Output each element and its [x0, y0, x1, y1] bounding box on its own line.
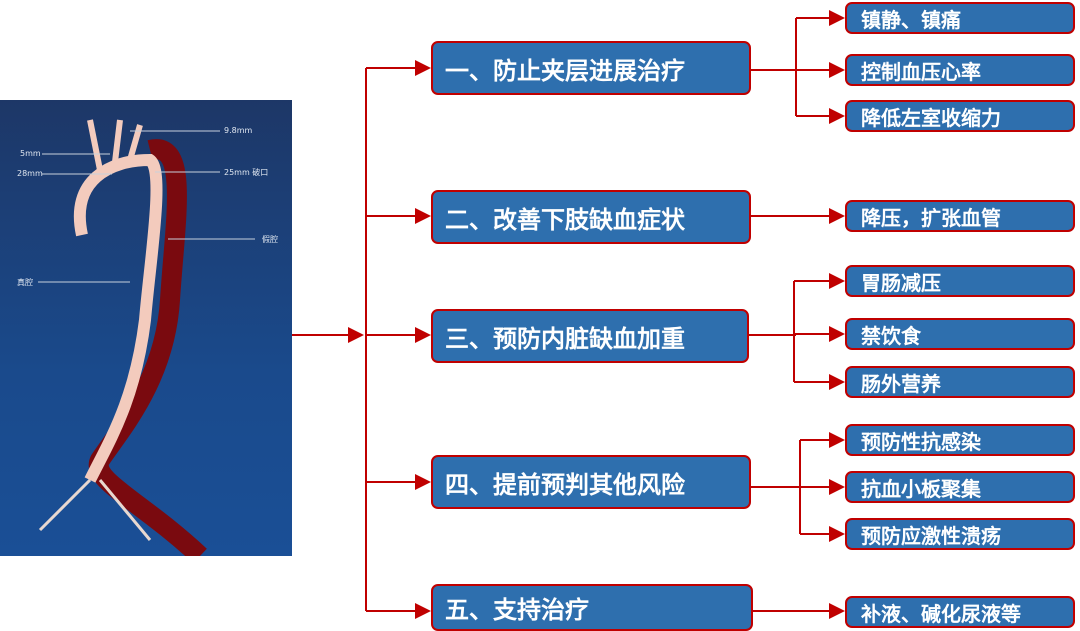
sub-box: 预防性抗感染 [845, 424, 1075, 456]
main-box-1: 一、防止夹层进展治疗 [431, 41, 751, 95]
sub-box: 控制血压心率 [845, 54, 1075, 86]
main-box-3: 三、预防内脏缺血加重 [431, 309, 749, 363]
label-9-8mm: 9.8mm [224, 126, 253, 135]
sub-box: 预防应激性溃疡 [845, 518, 1075, 550]
main-box-5: 五、支持治疗 [431, 584, 753, 631]
label-false-lumen: 假腔 [262, 235, 278, 244]
sub-box: 镇静、镇痛 [845, 2, 1075, 34]
main-box-4: 四、提前预判其他风险 [431, 455, 751, 509]
sub-box: 胃肠减压 [845, 265, 1075, 297]
sub-box: 补液、碱化尿液等 [845, 596, 1075, 628]
sub-box: 禁饮食 [845, 318, 1075, 350]
label-tear: 25mm 破口 [224, 168, 269, 177]
sub-box: 降低左室收缩力 [845, 100, 1075, 132]
aorta-drawing [38, 119, 255, 564]
label-28mm: 28mm [17, 169, 43, 178]
main-box-2: 二、改善下肢缺血症状 [431, 190, 751, 244]
sub-box: 肠外营养 [845, 366, 1075, 398]
aorta-illustration: 9.8mm 5mm 28mm 25mm 破口 假腔 真腔 [0, 100, 292, 564]
label-5mm: 5mm [20, 149, 41, 158]
label-true-lumen: 真腔 [17, 278, 33, 287]
sub-box: 抗血小板聚集 [845, 471, 1075, 503]
sub-box: 降压，扩张血管 [845, 200, 1075, 232]
